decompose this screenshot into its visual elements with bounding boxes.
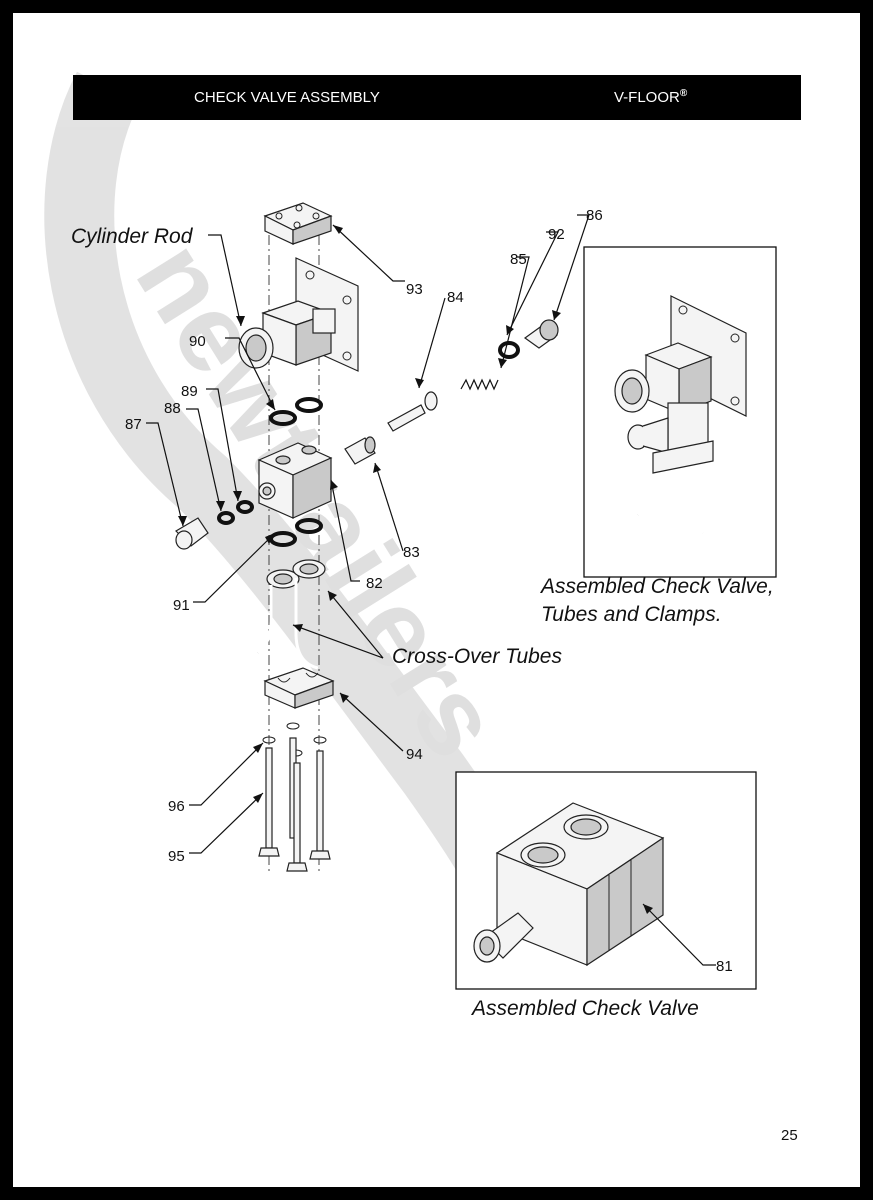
part-label-86: 86 [586,207,603,224]
cross-over-tubes-callout: Cross-Over Tubes [392,645,562,668]
page-title: CHECK VALVE ASSEMBLY [194,89,380,106]
assembled-tubes-callout-line2: Tubes and Clamps. [541,603,722,626]
inset-assembled-valve-tubes [583,246,777,578]
exploded-parts-diagram: newtrailers [44,71,777,1020]
part-94-bottom-clamp [263,667,335,709]
cylinder-rod-block [238,257,359,372]
part-82-check-valve-block [257,442,333,519]
manual-page: newtrailers [13,13,860,1187]
cylinder-rod-callout: Cylinder Rod [71,225,194,248]
brand-label: V-FLOOR® [614,88,687,106]
part-label-92: 92 [548,226,565,243]
inset-assembled-check-valve [455,771,757,990]
assembled-tubes-callout-line1: Assembled Check Valve, [539,575,774,598]
part-87-plug [175,517,209,550]
part-label-85: 85 [510,251,527,268]
poppet-stack [344,319,559,465]
assembled-check-valve-callout: Assembled Check Valve [470,997,699,1020]
part-label-91: 91 [173,597,190,614]
cross-over-tubes [257,559,326,670]
registered-mark: ® [679,88,688,99]
part-93-top-plate [263,202,333,245]
part-label-88: 88 [164,400,181,417]
header-bar: CHECK VALVE ASSEMBLY V-FLOOR® [73,75,801,120]
part-label-95: 95 [168,848,185,865]
part-label-90: 90 [189,333,206,350]
part-label-84: 84 [447,289,464,306]
part-label-96: 96 [168,798,185,815]
part-label-82: 82 [366,575,383,592]
bolts-and-washers [258,722,331,872]
page-number: 25 [781,1127,798,1144]
part-label-87: 87 [125,416,142,433]
part-label-81: 81 [716,958,733,975]
part-label-94: 94 [406,746,423,763]
part-label-89: 89 [181,383,198,400]
part-label-93: 93 [406,281,423,298]
part-label-83: 83 [403,544,420,561]
brand-name: V-FLOOR [614,89,680,106]
